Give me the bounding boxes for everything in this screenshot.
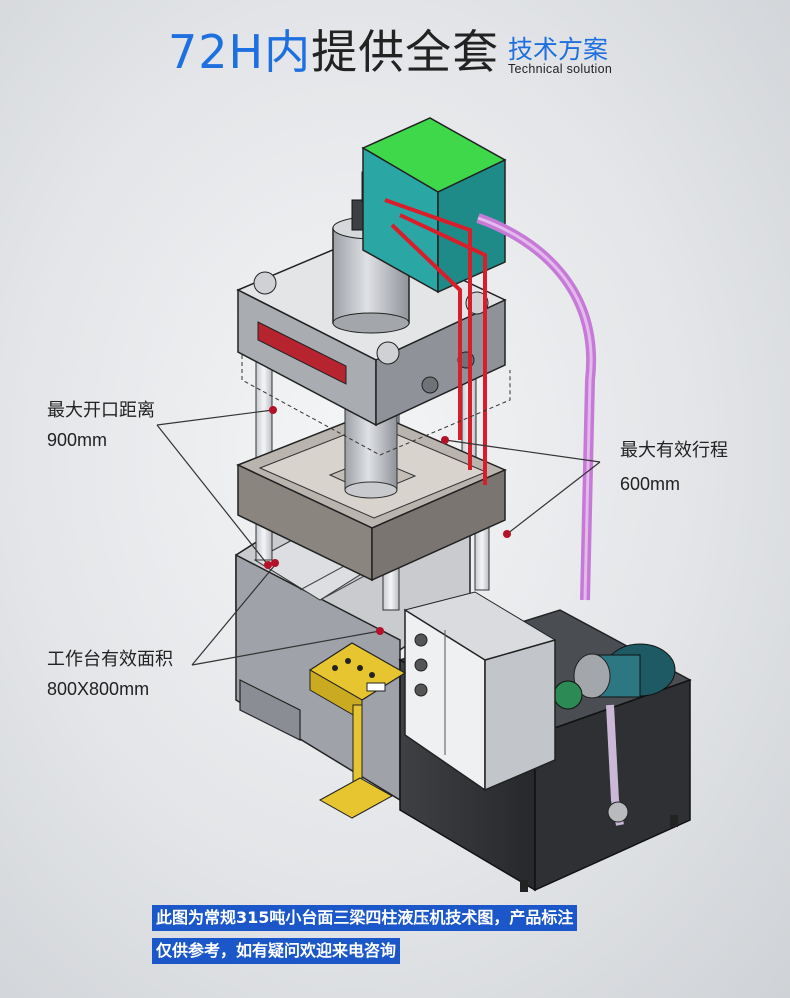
stroke-value: 600mm [620, 474, 681, 494]
red-pipes [384, 198, 487, 485]
opening-label: 最大开口距离 [47, 400, 155, 421]
note-line-1: 此图为常规315吨小台面三梁四柱液压机技术图，产品标注 [152, 905, 578, 931]
opening-value: 900mm [47, 430, 108, 450]
electrical-cabinet [403, 591, 557, 792]
hydraulic-hose [476, 213, 597, 601]
opening-outline [241, 355, 511, 456]
table-area-label: 工作台有效面积 [47, 649, 173, 670]
stroke-label: 最大有效行程 [620, 440, 728, 461]
header: 72H内提供全套 技术方案 Technical solution [0, 0, 790, 90]
callout-dots [264, 406, 511, 635]
callout-lines [156, 409, 601, 666]
title-subtitle-en: Technical solution [508, 62, 613, 76]
title-subtitle: 技术方案 [508, 35, 609, 64]
note-line-2: 仅供参考，如有疑问欢迎来电咨询 [152, 938, 401, 964]
table-area-value: 800X800mm [47, 679, 150, 699]
title-main-text: 提供全套 [311, 25, 500, 79]
control-console [308, 642, 407, 819]
title-accent: 72H内 [168, 25, 312, 79]
page-title: 72H内提供全套 [168, 26, 499, 78]
top-oil-tank [361, 117, 507, 294]
